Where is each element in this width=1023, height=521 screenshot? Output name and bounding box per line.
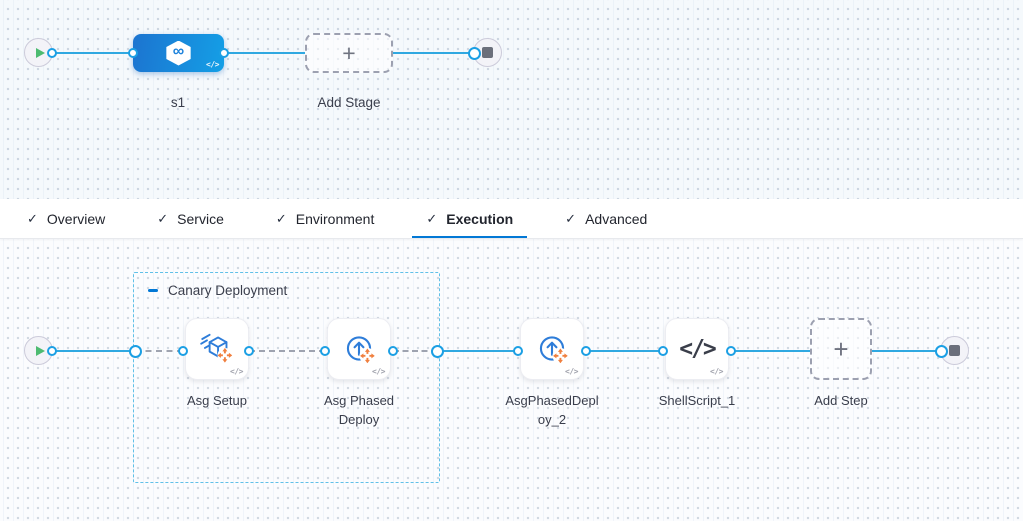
code-badge-icon: </>: [372, 367, 385, 376]
collapse-icon[interactable]: [148, 289, 158, 292]
edge: [249, 350, 325, 352]
step-node-shellscript-1[interactable]: </> </>: [665, 318, 729, 380]
tab-service[interactable]: ✓ Service: [143, 199, 238, 238]
step-group-header[interactable]: Canary Deployment: [148, 283, 287, 298]
step-node-asg-setup[interactable]: </>: [185, 318, 249, 380]
code-badge-icon: </>: [710, 367, 723, 376]
check-icon: ✓: [565, 210, 577, 226]
cd-stage-icon: ∞: [166, 40, 191, 66]
check-icon: ✓: [426, 210, 438, 226]
play-icon: [35, 345, 45, 356]
asg-phased-deploy-icon: [532, 329, 572, 369]
connector-port: [47, 346, 57, 356]
step-label: Asg Setup: [187, 393, 247, 408]
step-label: AsgPhasedDeploy_2: [505, 393, 599, 427]
connector-port: [581, 346, 591, 356]
connector-port: [128, 48, 138, 58]
tab-environment[interactable]: ✓ Environment: [262, 199, 389, 238]
play-icon: [35, 47, 45, 58]
check-icon: ✓: [157, 210, 169, 226]
connector-port: [935, 345, 948, 358]
check-icon: ✓: [275, 210, 287, 226]
shell-script-icon: </>: [679, 336, 717, 362]
add-stage-button[interactable]: +: [305, 33, 393, 73]
tab-label: Service: [177, 210, 224, 227]
tab-label: Environment: [295, 210, 375, 227]
asg-setup-icon: [197, 329, 237, 369]
step-group-canary-deployment: [133, 272, 440, 483]
stop-icon: [949, 345, 960, 356]
asg-phased-deploy-icon: [339, 329, 379, 369]
plus-icon: +: [342, 39, 356, 66]
tab-advanced[interactable]: ✓ Advanced: [551, 199, 661, 238]
plus-icon: +: [833, 334, 849, 364]
step-node-asg-phased-deploy-2[interactable]: </>: [520, 318, 584, 380]
add-step-button[interactable]: +: [810, 318, 872, 380]
code-badge-icon: </>: [565, 367, 578, 376]
connector-port: [47, 48, 57, 58]
tab-label: Execution: [446, 210, 514, 227]
edge: [52, 52, 133, 54]
connector-port: [320, 346, 330, 356]
step-group-label: Canary Deployment: [168, 283, 288, 298]
connector-port: [726, 346, 736, 356]
edge: [135, 350, 183, 352]
execution-graph-canvas[interactable]: Canary Deployment </> </> </> </> </>: [0, 239, 1023, 521]
active-tab-indicator: [412, 235, 528, 238]
connector-port: [388, 346, 398, 356]
tab-label: Advanced: [585, 210, 648, 227]
edge: [52, 350, 135, 352]
step-label: Asg Phased Deploy: [323, 393, 395, 427]
connector-port: [658, 346, 668, 356]
edge: [393, 350, 437, 352]
connector-port: [244, 346, 254, 356]
code-badge-icon: </>: [206, 60, 219, 69]
add-step-label: Add Step: [814, 393, 868, 408]
edge: [393, 52, 474, 54]
connector-port: [468, 47, 481, 60]
connector-port: [129, 345, 142, 358]
step-node-asg-phased-deploy[interactable]: </>: [327, 318, 391, 380]
step-label: ShellScript_1: [658, 393, 736, 408]
tab-overview[interactable]: ✓ Overview: [13, 199, 119, 238]
edge: [731, 350, 810, 352]
edge: [437, 350, 518, 352]
edge: [586, 350, 663, 352]
check-icon: ✓: [27, 210, 38, 226]
connector-port: [178, 346, 188, 356]
edge: [225, 52, 305, 54]
code-badge-icon: </>: [230, 367, 243, 376]
tab-label: Overview: [46, 210, 106, 227]
stage-graph-canvas[interactable]: ∞ </> + s1 Add Stage: [0, 0, 1023, 199]
stage-label: s1: [170, 95, 186, 110]
connector-port: [431, 345, 444, 358]
connector-port: [513, 346, 523, 356]
stop-icon: [482, 47, 493, 58]
stage-node-s1[interactable]: ∞ </>: [133, 34, 224, 72]
tab-execution[interactable]: ✓ Execution: [412, 199, 528, 238]
connector-port: [219, 48, 229, 58]
add-stage-label: Add Stage: [317, 95, 381, 110]
stage-config-tabbar: ✓ Overview ✓ Service ✓ Environment ✓ Exe…: [0, 199, 1023, 239]
edge: [872, 350, 941, 352]
